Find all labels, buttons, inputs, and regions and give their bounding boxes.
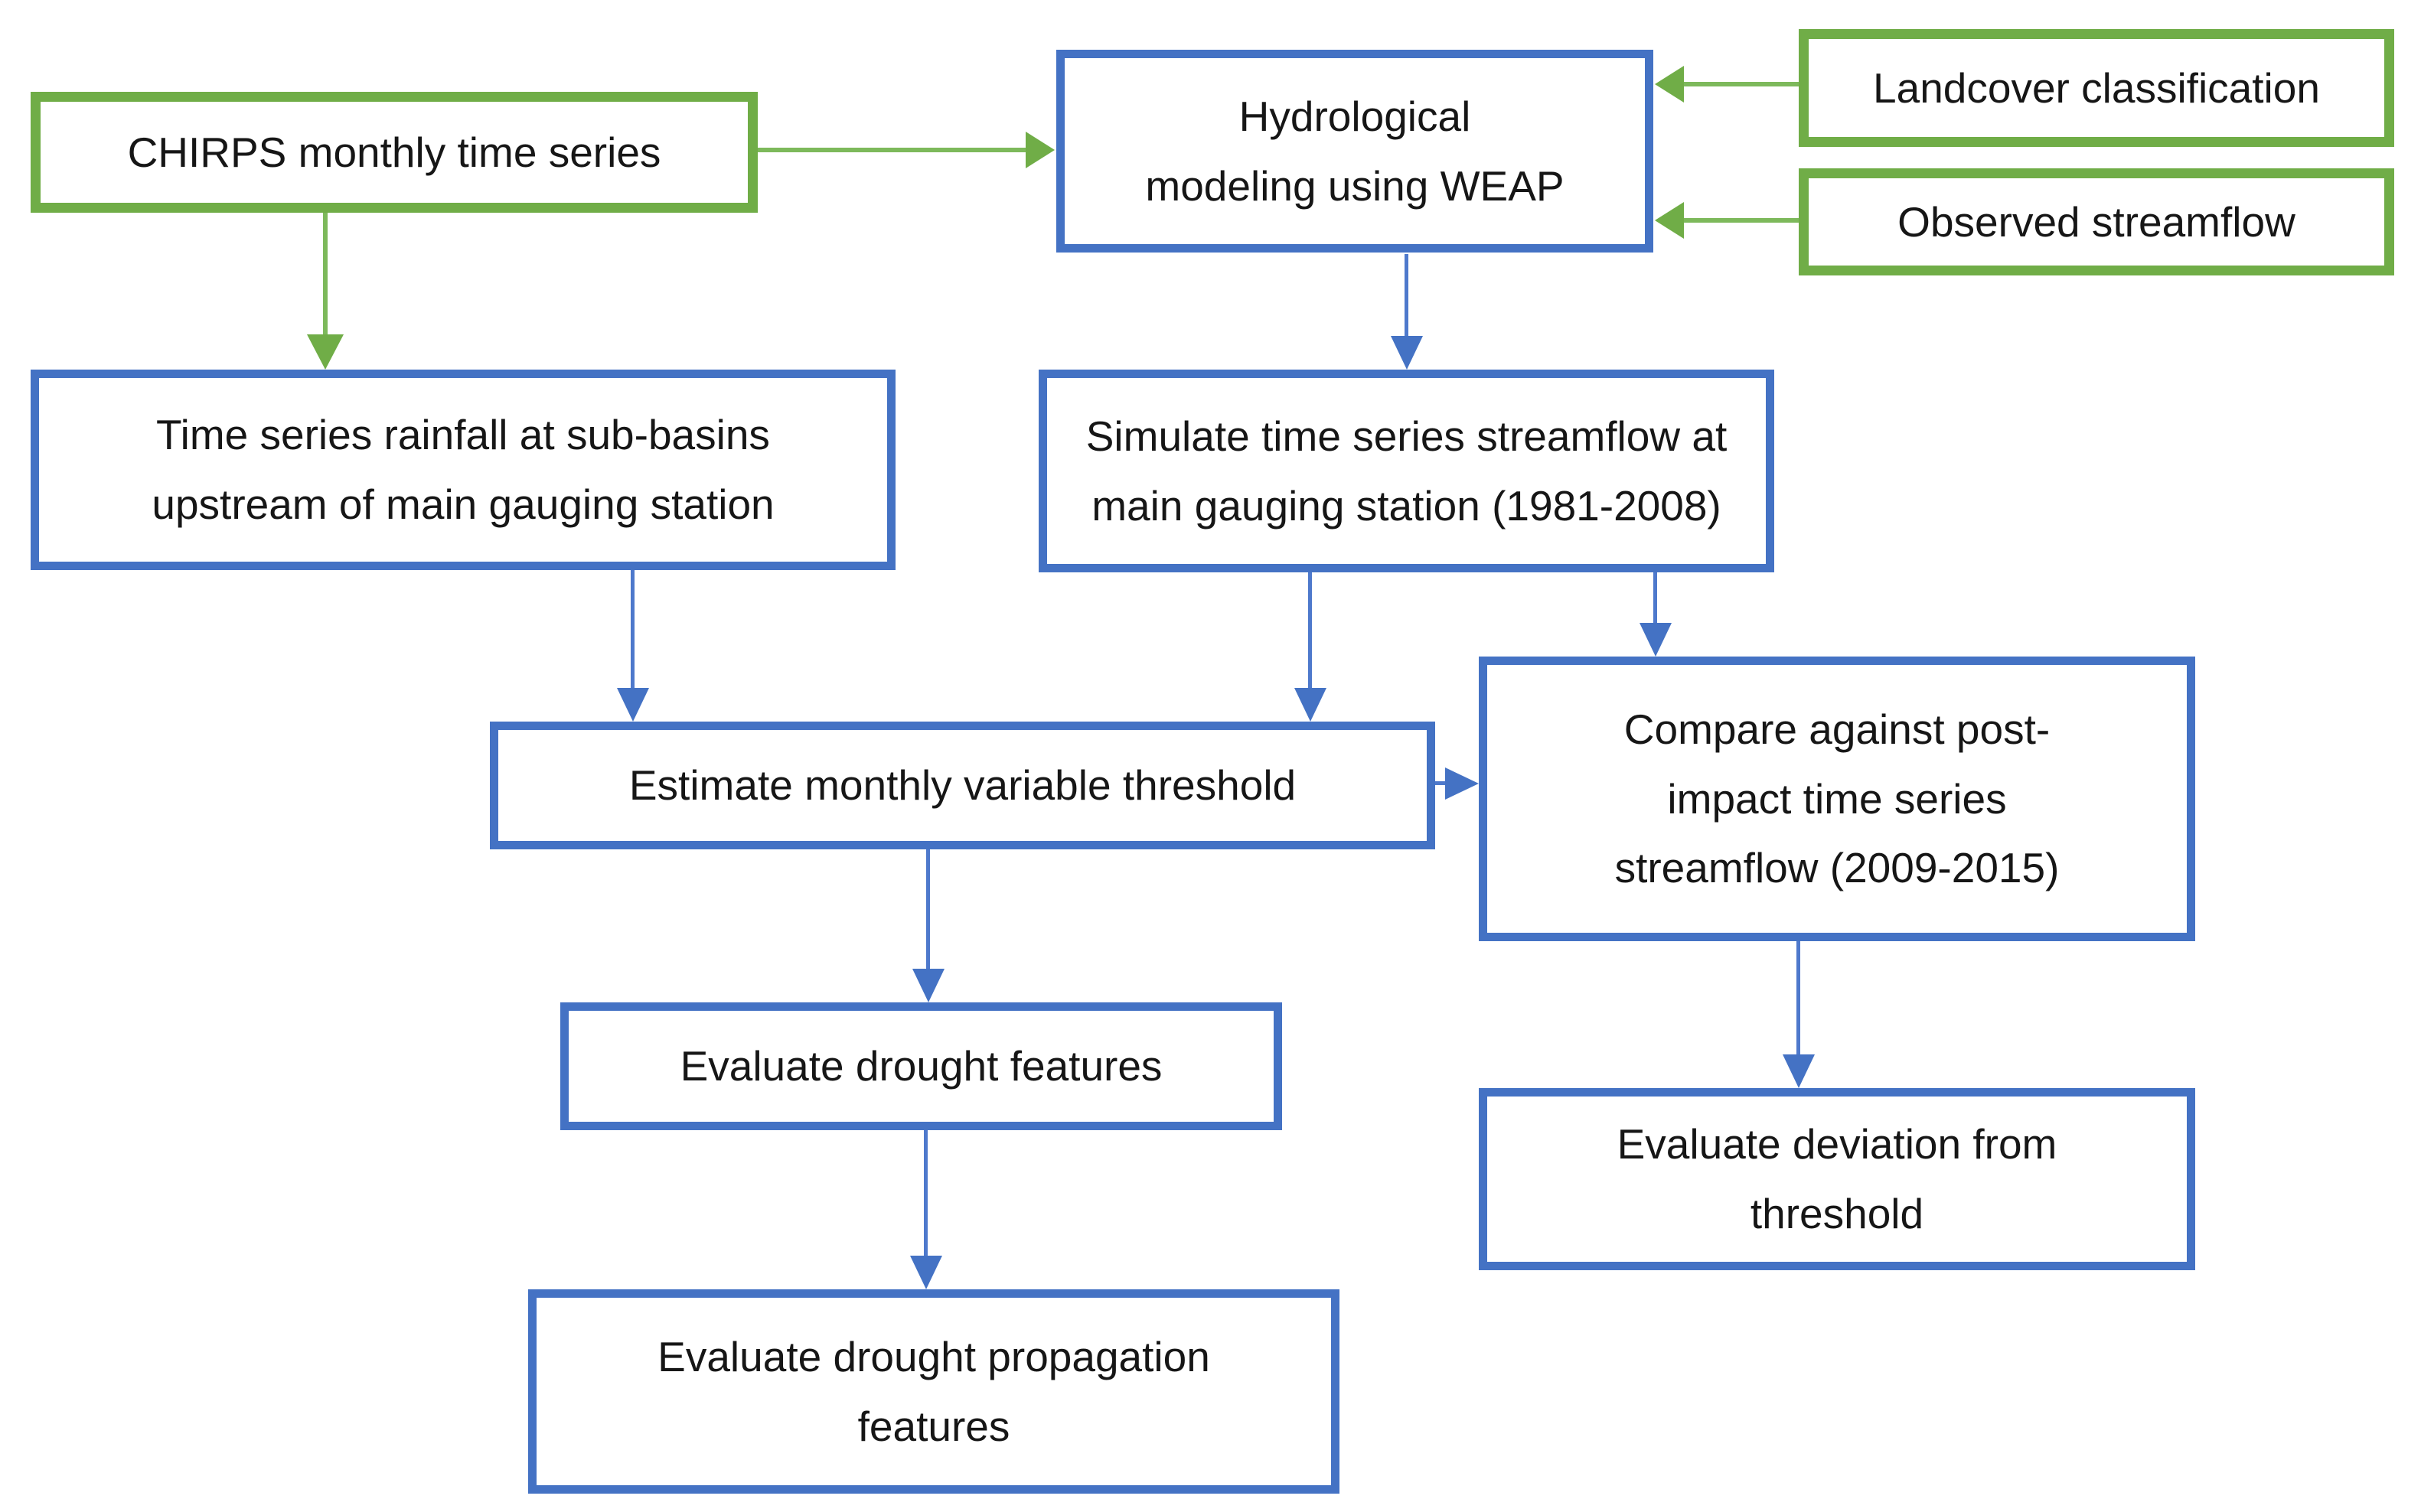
- edge-threshold-to-compare-line: [1435, 781, 1446, 785]
- arrowhead-down-blue-icon: [1640, 623, 1672, 657]
- edge-observed-to-hydro-line: [1684, 218, 1799, 223]
- node-label: Landcover classification: [1873, 64, 2320, 112]
- node-label: Evaluate deviation from threshold: [1617, 1120, 2057, 1237]
- edge-compare-to-deviation-line: [1796, 941, 1800, 1055]
- node-label: Evaluate drought features: [680, 1042, 1163, 1090]
- node-evaluate-drought-features: Evaluate drought features: [560, 1002, 1282, 1130]
- arrowhead-left-green-icon: [1655, 202, 1684, 239]
- node-chirps-monthly-time-series: CHIRPS monthly time series: [31, 92, 758, 213]
- node-label: Simulate time series streamflow at main …: [1085, 412, 1728, 530]
- node-label: Hydrological modeling using WEAP: [1145, 92, 1565, 210]
- node-label: CHIRPS monthly time series: [127, 128, 661, 176]
- arrowhead-down-blue-icon: [912, 969, 945, 1002]
- node-label: Estimate monthly variable threshold: [628, 761, 1297, 810]
- edge-chirps-to-hydro-line: [758, 148, 1027, 152]
- node-label: Time series rainfall at sub-basins upstr…: [152, 411, 775, 528]
- arrowhead-right-green-icon: [1026, 132, 1055, 168]
- node-observed-streamflow: Observed streamflow: [1799, 168, 2394, 275]
- arrowhead-down-green-icon: [307, 334, 344, 370]
- node-estimate-monthly-variable-threshold: Estimate monthly variable threshold: [490, 722, 1435, 849]
- arrowhead-down-blue-icon: [617, 688, 649, 722]
- node-hydrological-modeling-weap: Hydrological modeling using WEAP: [1056, 50, 1653, 253]
- node-label: Evaluate drought propagation features: [657, 1332, 1210, 1450]
- edge-simulate-to-threshold-line: [1308, 572, 1312, 689]
- edge-rainfall-to-threshold-line: [631, 570, 635, 689]
- edge-hydro-to-simulate-line: [1405, 254, 1408, 336]
- arrowhead-down-blue-icon: [1391, 336, 1423, 370]
- edge-simulate-to-compare-line: [1653, 572, 1657, 624]
- edge-features-to-propagation-line: [924, 1130, 928, 1256]
- node-label: Observed streamflow: [1897, 197, 2295, 246]
- node-evaluate-drought-propagation-features: Evaluate drought propagation features: [528, 1289, 1339, 1494]
- edge-chirps-to-rainfall-line: [323, 213, 328, 337]
- arrowhead-down-blue-icon: [1783, 1054, 1815, 1088]
- node-time-series-rainfall-sub-basins: Time series rainfall at sub-basins upstr…: [31, 370, 896, 570]
- node-evaluate-deviation-from-threshold: Evaluate deviation from threshold: [1479, 1088, 2195, 1270]
- edge-landcover-to-hydro-line: [1684, 82, 1799, 86]
- arrowhead-down-blue-icon: [910, 1256, 942, 1289]
- arrowhead-down-blue-icon: [1294, 688, 1326, 722]
- arrowhead-left-green-icon: [1655, 66, 1684, 103]
- node-simulate-time-series-streamflow: Simulate time series streamflow at main …: [1039, 370, 1774, 572]
- edge-threshold-to-features-line: [926, 849, 930, 969]
- arrowhead-right-blue-icon: [1445, 767, 1479, 800]
- node-landcover-classification: Landcover classification: [1799, 29, 2394, 147]
- node-label: Compare against post- impact time series…: [1614, 705, 2060, 892]
- node-compare-post-impact-streamflow: Compare against post- impact time series…: [1479, 657, 2195, 941]
